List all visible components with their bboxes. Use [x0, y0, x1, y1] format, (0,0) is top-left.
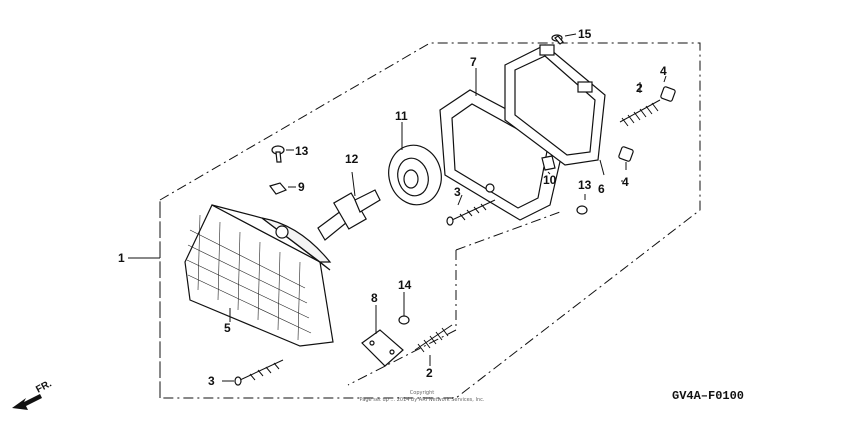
callout-7: 7	[470, 55, 477, 69]
front-direction-label: FR.	[34, 378, 54, 395]
copyright-notice: Copyright Page set up ... 2014 by ARI Ne…	[360, 390, 485, 403]
outer-rim-part-6	[504, 44, 606, 176]
callout-4-lower: 4	[622, 175, 629, 189]
callout-2-top: 2	[636, 81, 643, 95]
screw-part-15	[551, 33, 577, 45]
adjust-screw-part-3-upper	[446, 194, 496, 226]
bracket-plate-part-8	[361, 305, 404, 367]
copyright-line-1: Copyright	[410, 390, 434, 396]
leader-lines	[128, 180, 623, 322]
front-direction-indicator: FR.	[12, 378, 54, 410]
screw-part-13-right	[576, 194, 588, 215]
assembly-boundary	[159, 42, 701, 399]
spring-part-2-top	[619, 82, 661, 127]
callout-3-lower: 3	[208, 374, 215, 388]
rubber-cover-part-11	[388, 122, 442, 206]
bulb-part-12	[317, 171, 381, 241]
callout-3-upper: 3	[454, 185, 461, 199]
screw-part-13-left	[271, 145, 294, 163]
callout-14: 14	[398, 278, 412, 292]
headlight-lens-part-5	[184, 204, 334, 347]
copyright-line-2: Page set up ... 2014 by ARI Network Serv…	[360, 397, 485, 403]
callout-labels: 1 2 2 3 3 4 4 5 6 7 8 9 10 11 12 13 13 1…	[118, 27, 667, 388]
callout-1: 1	[118, 251, 125, 265]
callout-2-lower: 2	[426, 366, 433, 380]
callout-12: 12	[345, 152, 359, 166]
callout-13-left: 13	[295, 144, 309, 158]
screw-part-14	[398, 292, 410, 325]
inner-frame-part-7	[439, 68, 566, 221]
callout-9: 9	[298, 180, 305, 194]
callout-13-right: 13	[578, 178, 592, 192]
callout-8: 8	[371, 291, 378, 305]
front-arrow-icon	[12, 394, 42, 410]
callout-11: 11	[395, 109, 408, 123]
callout-4-top: 4	[660, 64, 667, 78]
clip-part-10	[541, 155, 556, 175]
nut-part-4-lower	[618, 146, 634, 170]
adjust-screw-part-3-lower	[222, 359, 284, 386]
spring-part-2-lower	[414, 324, 453, 366]
callout-15: 15	[578, 27, 592, 41]
callout-6: 6	[598, 182, 605, 196]
nut-part-4-top	[660, 75, 676, 102]
nut-part-9	[269, 182, 296, 195]
diagram-code: GV4A–F0100	[672, 389, 744, 403]
callout-10: 10	[543, 173, 557, 187]
callout-5: 5	[224, 321, 231, 335]
